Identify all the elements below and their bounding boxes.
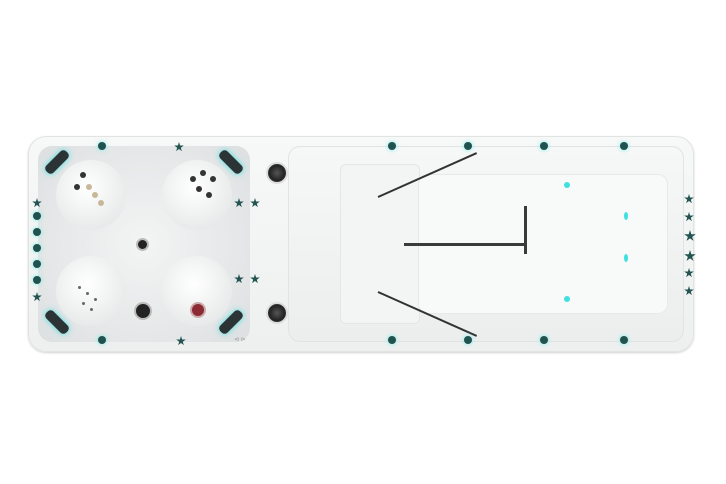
jet: [210, 176, 216, 182]
led-light: [564, 182, 570, 188]
jet: [86, 184, 92, 190]
jet: [200, 170, 206, 176]
seat-bottom-left: [56, 256, 126, 326]
led-light: [540, 142, 548, 150]
jet: [206, 192, 212, 198]
led-light: [33, 228, 41, 236]
lane-line-t: [524, 206, 527, 254]
massage-jet: [190, 302, 206, 318]
skimmer-drain: [266, 162, 288, 184]
led-light: [624, 212, 628, 220]
led-light: [624, 254, 628, 262]
led-light: [33, 212, 41, 220]
led-light: [98, 142, 106, 150]
jet: [78, 286, 81, 289]
star-fixture: [32, 292, 42, 302]
star-fixture: [32, 198, 42, 208]
seat-top-right: [162, 160, 232, 230]
led-light: [620, 336, 628, 344]
jet: [98, 200, 104, 206]
skimmer-drain: [266, 302, 288, 324]
led-light: [540, 336, 548, 344]
control-panel: ⊲ ⊳: [234, 336, 246, 343]
filter-skimmer: [134, 302, 152, 320]
star-fixture: [250, 198, 260, 208]
led-light: [564, 296, 570, 302]
led-light: [33, 276, 41, 284]
led-light: [388, 142, 396, 150]
led-light: [464, 336, 472, 344]
jet: [196, 186, 202, 192]
hot-tub-section: [38, 146, 250, 342]
jet: [92, 192, 98, 198]
swim-jet: [684, 212, 694, 222]
star-fixture: [174, 142, 184, 152]
star-fixture: [234, 198, 244, 208]
swim-jet: [684, 230, 696, 241]
jet: [80, 172, 86, 178]
star-fixture: [176, 336, 186, 346]
jet: [90, 308, 93, 311]
seat-top-left: [56, 160, 126, 230]
jet: [86, 292, 89, 295]
jet: [74, 184, 80, 190]
center-jet: [136, 238, 149, 251]
swim-jet: [684, 268, 694, 278]
swim-jet: [684, 286, 694, 296]
swim-lane: [288, 146, 684, 342]
star-fixture: [234, 274, 244, 284]
jet: [190, 176, 196, 182]
led-light: [98, 336, 106, 344]
lane-line: [404, 243, 526, 246]
led-light: [620, 142, 628, 150]
star-fixture: [250, 274, 260, 284]
jet: [82, 302, 85, 305]
swim-spa-shell: ⊲ ⊳: [28, 136, 696, 352]
led-light: [33, 260, 41, 268]
led-light: [464, 142, 472, 150]
jet: [94, 298, 97, 301]
led-light: [33, 244, 41, 252]
led-light: [388, 336, 396, 344]
swim-jet: [684, 194, 694, 204]
swim-jet: [684, 250, 696, 261]
